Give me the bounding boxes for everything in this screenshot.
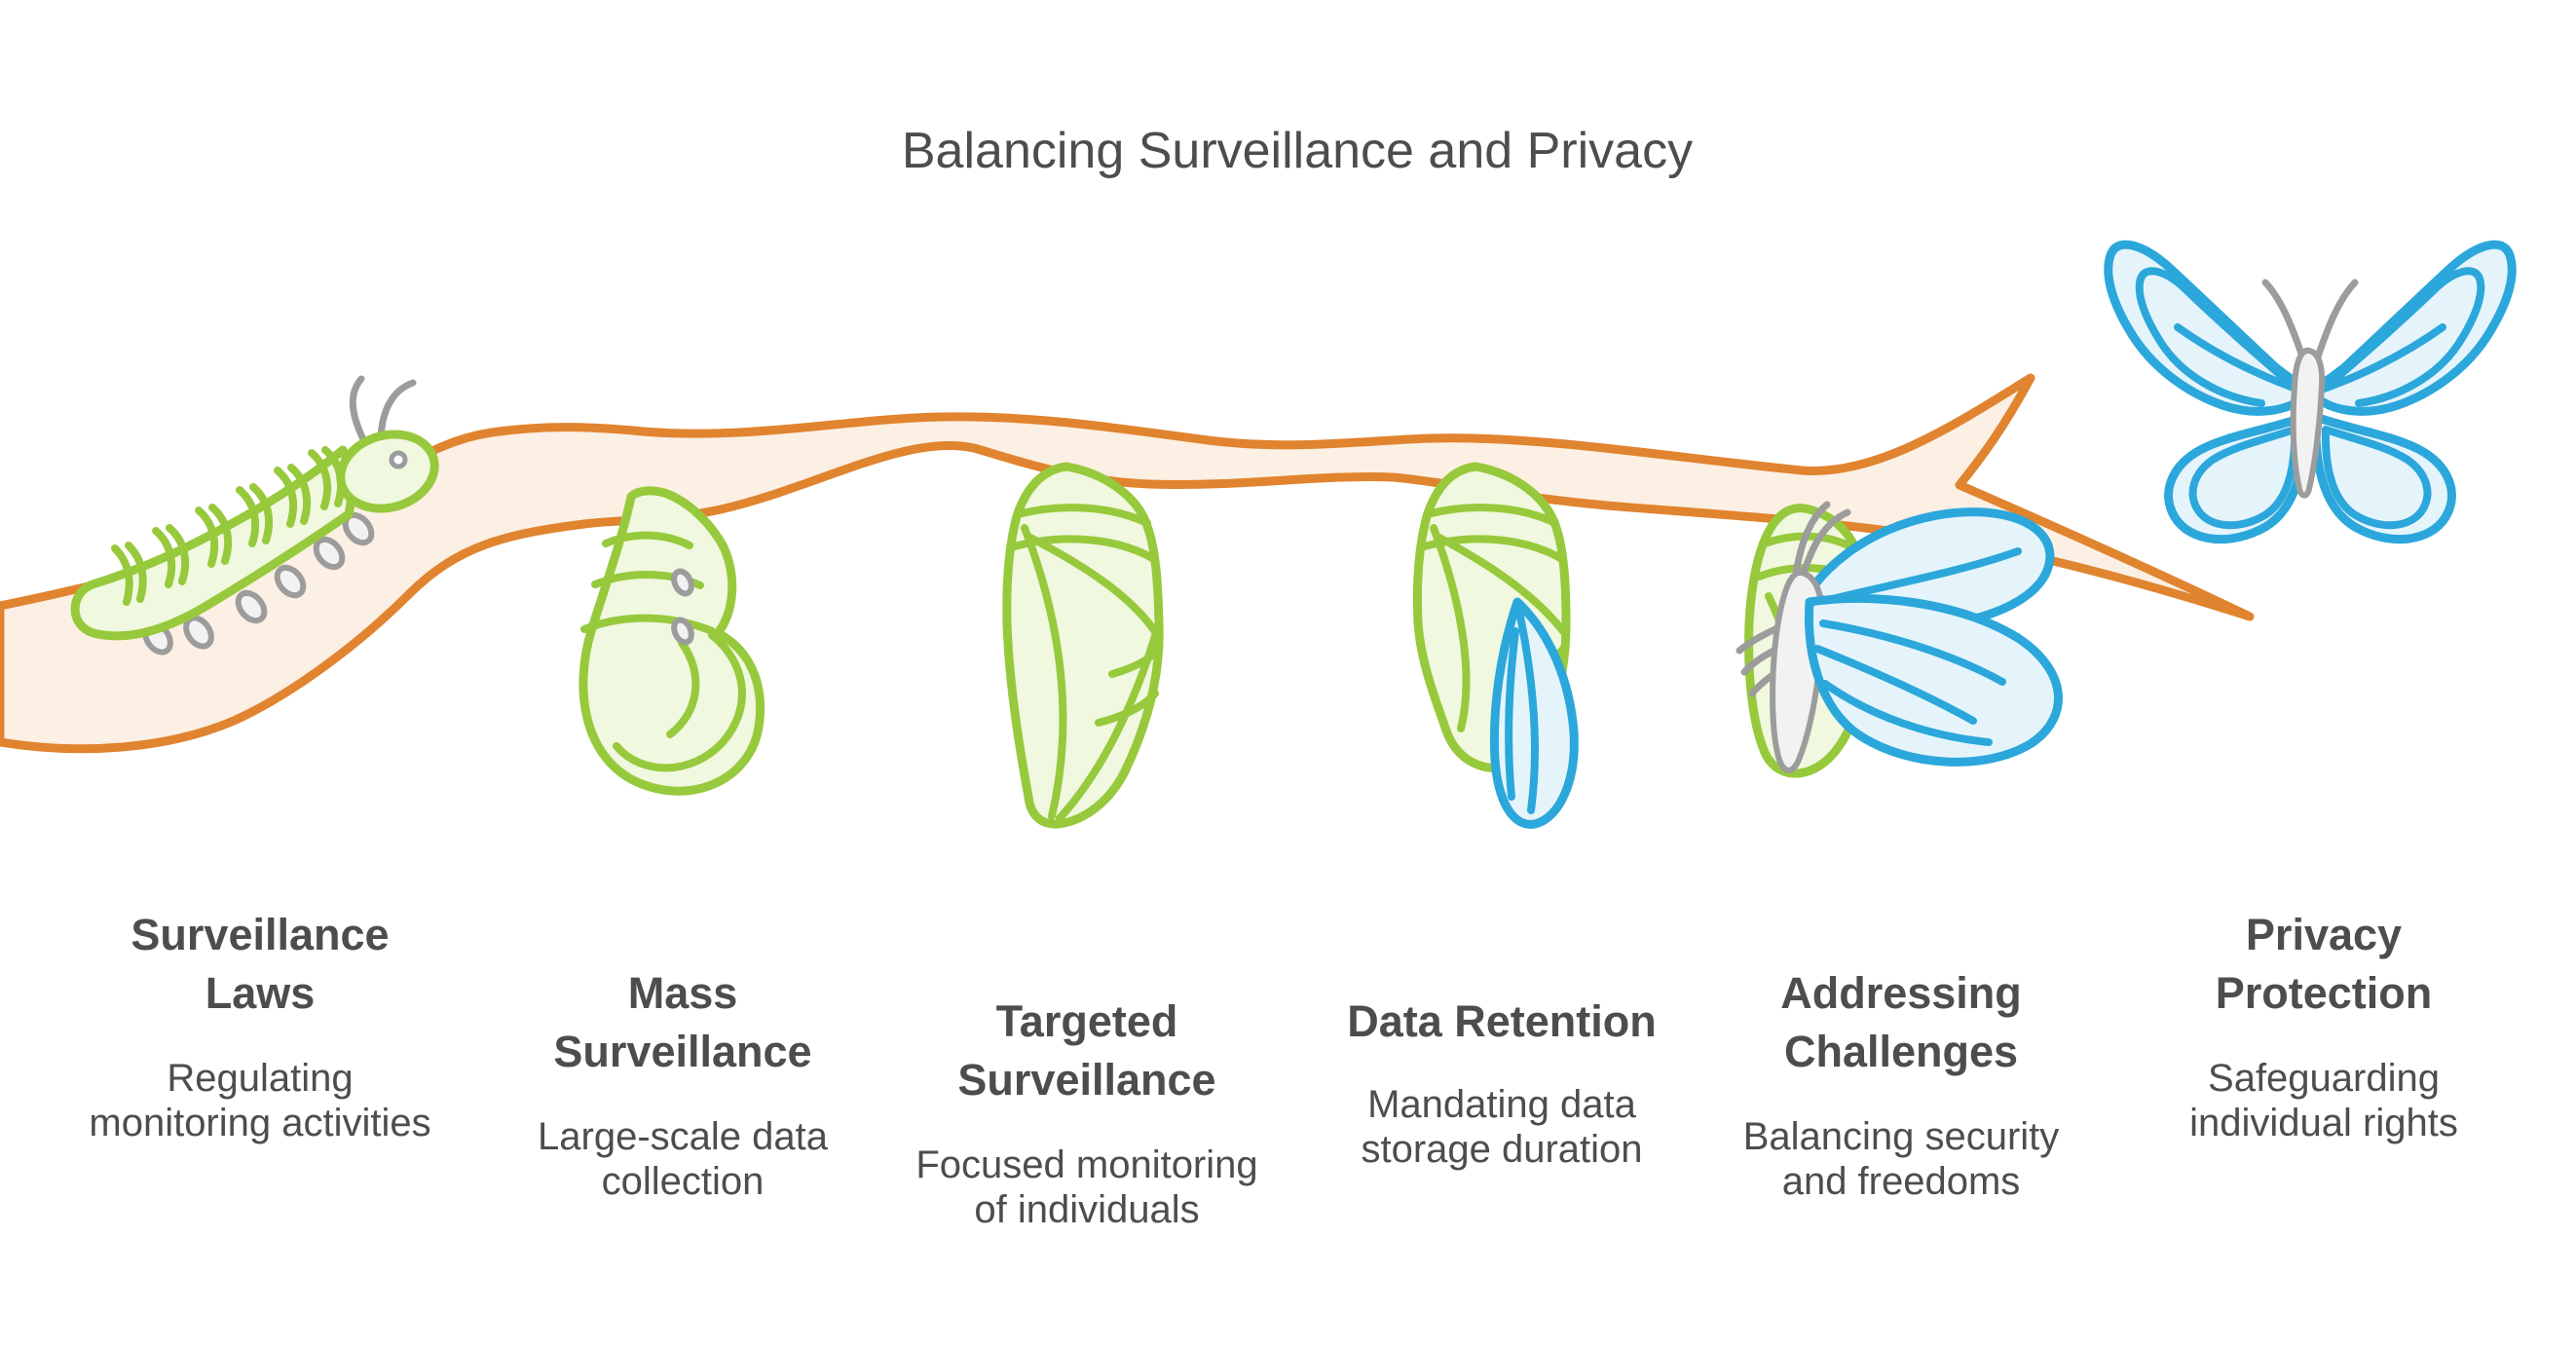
butterfly-antenna <box>1792 501 1831 579</box>
caterpillar-foot <box>274 564 307 599</box>
prepupa-hook <box>671 617 694 646</box>
prepupa-segment-line <box>602 531 693 549</box>
stage-4-subtitle-line-2: storage duration <box>1361 1128 1642 1171</box>
wing-vein <box>2312 323 2446 395</box>
stage-4-heading-line-1: Data Retention <box>1347 996 1657 1046</box>
stage-5-subtitle-line-2: and freedoms <box>1782 1160 2021 1203</box>
chrysalis-collar-line <box>1014 504 1151 527</box>
caterpillar-icon <box>70 375 439 656</box>
stage-3-subtitle-line-2: of individuals <box>974 1188 1199 1231</box>
prepupa-hook <box>671 568 694 597</box>
wing-vein <box>2174 323 2308 395</box>
caterpillar-segment-line <box>287 464 312 525</box>
wing-vein <box>1821 680 1993 746</box>
page-title: Balancing Surveillance and Privacy <box>902 123 1693 179</box>
caterpillar-segment-line <box>125 542 147 603</box>
wing-inner-line <box>2188 426 2299 530</box>
stage-6-heading-line-2: Protection <box>2216 968 2433 1018</box>
caterpillar-segment-line <box>308 449 332 510</box>
chrysalis-body <box>1002 462 1164 829</box>
chrysalis-vein <box>1027 534 1160 637</box>
chrysalis-rung <box>1108 645 1163 678</box>
chrysalis-vein <box>1021 524 1067 820</box>
caterpillar-antenna <box>349 375 368 445</box>
caterpillar-foot <box>313 536 346 571</box>
stage-6-subtitle-line-2: individual rights <box>2189 1102 2458 1144</box>
butterfly-icon <box>2104 240 2517 544</box>
stage-5-subtitle-line-1: Balancing security <box>1743 1115 2060 1158</box>
caterpillar-segment-line <box>166 524 190 585</box>
butterfly-body <box>2290 347 2326 499</box>
wing-inner-line <box>2321 426 2432 530</box>
wing-vein <box>2312 308 2411 392</box>
chrysalis-rung <box>1095 690 1159 727</box>
stage-2-subtitle-line-1: Large-scale data <box>538 1115 829 1158</box>
caterpillar-segment-line <box>111 544 133 606</box>
chrysalis-vein <box>1436 534 1567 635</box>
stage-4-subtitle-line-1: Mandating data <box>1367 1083 1637 1126</box>
stage-1-heading-line-1: Surveillance <box>131 910 389 959</box>
caterpillar-segment-line <box>249 483 274 544</box>
stage-2-heading-line-1: Mass <box>628 968 738 1018</box>
wing-vein <box>1515 608 1539 814</box>
stage-3-subtitle-line-1: Focused monitoring <box>915 1143 1257 1186</box>
caterpillar-segment-line <box>274 467 298 528</box>
prepupa-spiral-line <box>666 639 700 738</box>
prepupa-body <box>579 486 765 796</box>
caterpillar-eye <box>389 450 408 469</box>
chrysalis-vein <box>1430 524 1471 732</box>
stage-2-heading-line-2: Surveillance <box>553 1027 811 1076</box>
caterpillar-segment-line <box>236 486 260 547</box>
butterfly-antenna <box>1799 508 1851 581</box>
stage-1-heading-line-2: Laws <box>205 968 316 1018</box>
husk-collar-line <box>1761 532 1859 553</box>
stage-1-subtitle-line-1: Regulating <box>167 1057 353 1100</box>
stage-3-heading-line-1: Targeted <box>996 996 1178 1046</box>
caterpillar-segment-line <box>152 527 176 588</box>
prepupa-segment-line <box>580 614 716 635</box>
stage-6-subtitle-line-1: Safeguarding <box>2208 1057 2440 1100</box>
chrysalis-collar-line <box>1424 504 1559 527</box>
chrysalis-wing-icon <box>1412 462 1579 829</box>
caterpillar-segment-line <box>195 506 219 568</box>
wing-vein <box>1819 619 2006 686</box>
stage-2-subtitle-line-2: collection <box>602 1160 765 1203</box>
prepupa-spiral-line <box>613 631 746 772</box>
wing-vein <box>1505 627 1519 801</box>
stage-3-heading-line-2: Surveillance <box>957 1055 1215 1105</box>
stage-6-heading-line-1: Privacy <box>2246 910 2402 959</box>
emerging-butterfly-icon <box>1736 501 2063 778</box>
stage-5-heading-line-2: Challenges <box>1784 1027 2018 1076</box>
near-wing <box>1804 593 2063 767</box>
butterfly-antenna <box>2261 279 2308 366</box>
caterpillar-antenna <box>377 379 417 443</box>
wing-vein <box>1813 645 1977 725</box>
butterfly-antenna <box>2312 279 2359 366</box>
curling-caterpillar-icon <box>579 486 765 796</box>
stage-1-subtitle-line-2: monitoring activities <box>89 1102 430 1144</box>
caterpillar-segment-line <box>208 504 233 565</box>
caterpillar-foot <box>235 589 268 624</box>
caterpillar-head <box>336 430 439 513</box>
stage-5-heading-line-1: Addressing <box>1780 968 2022 1018</box>
chrysalis-icon <box>1002 462 1164 829</box>
